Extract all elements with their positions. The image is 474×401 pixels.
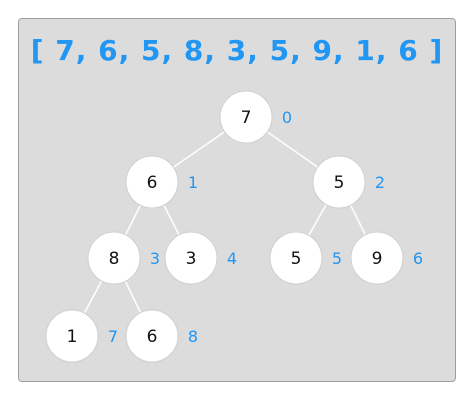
tree-edge (349, 204, 367, 236)
node-index: 6 (413, 249, 423, 268)
node-index: 1 (188, 173, 198, 192)
node-index: 3 (150, 249, 160, 268)
node-value: 3 (186, 249, 197, 269)
node-circle (45, 309, 99, 363)
node-value: 5 (334, 173, 345, 193)
tree-edge (266, 131, 319, 168)
tree-edge (308, 204, 327, 236)
node-value: 8 (109, 249, 120, 269)
tree-edge (83, 280, 103, 314)
node-value: 9 (372, 249, 383, 269)
node-circle (164, 231, 218, 285)
node-circle (269, 231, 323, 285)
node-index: 5 (332, 249, 342, 268)
tree-edge (124, 204, 142, 236)
node-value: 7 (241, 108, 252, 128)
node-circle (125, 155, 179, 209)
node-value: 6 (147, 173, 158, 193)
tree-edge (172, 131, 226, 168)
node-index: 8 (188, 327, 198, 346)
node-index: 4 (227, 249, 237, 268)
node-index: 7 (108, 327, 118, 346)
tree-edges (83, 131, 367, 314)
node-value: 5 (291, 249, 302, 269)
node-value: 1 (67, 327, 78, 347)
node-index: 2 (375, 173, 385, 192)
node-index: 0 (282, 108, 292, 127)
node-value: 6 (147, 327, 158, 347)
node-circle (312, 155, 366, 209)
tree-edge (124, 281, 142, 313)
node-circle (87, 231, 141, 285)
node-circle (219, 90, 273, 144)
array-title: [ 7, 6, 5, 8, 3, 5, 9, 1, 6 ] (30, 34, 444, 67)
node-circle (125, 309, 179, 363)
tree-edge (163, 204, 180, 236)
node-circle (350, 231, 404, 285)
